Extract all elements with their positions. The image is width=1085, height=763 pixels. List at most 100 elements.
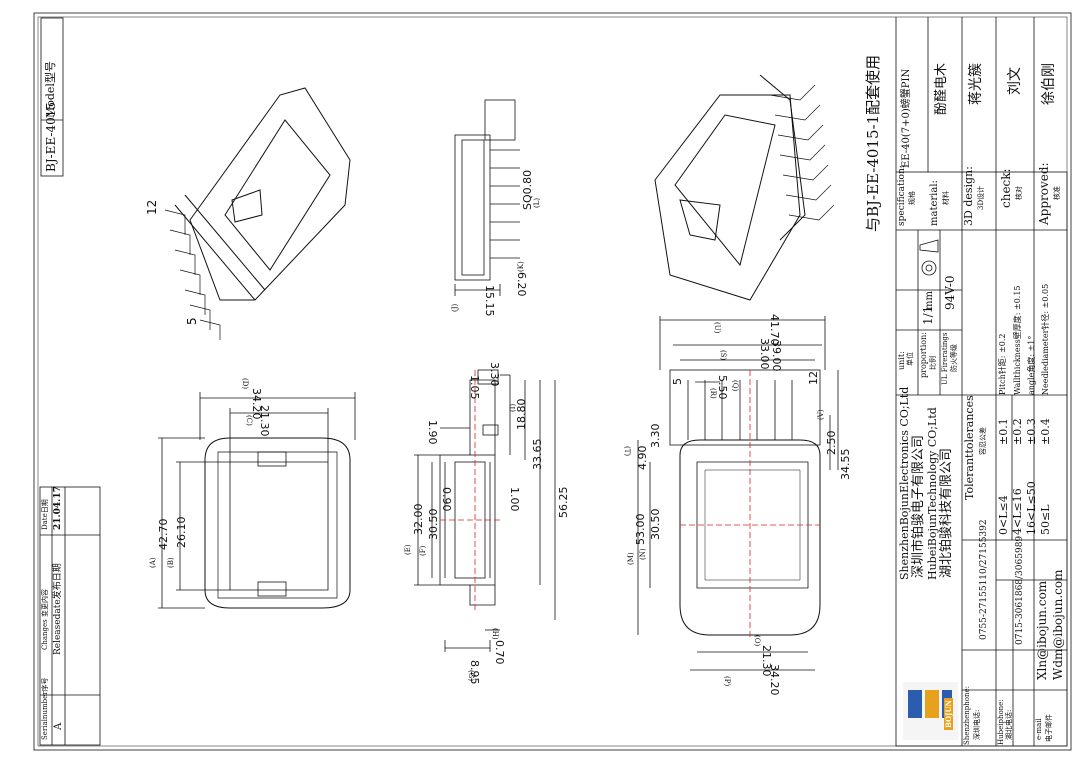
tb-check-cn: 核对: [1015, 186, 1023, 200]
dim-f-inner: 30.50: [427, 508, 440, 541]
tb-unit-cn: 单位: [906, 352, 914, 366]
tb-design-cn: 3D设计: [977, 185, 985, 210]
tol-cn: 容忍公差: [979, 427, 987, 455]
email-1: Xln@ibojun.com: [1035, 580, 1049, 680]
dim-u-4170: 41.70: [768, 314, 781, 346]
tb-approved-cn: 核准: [1053, 186, 1061, 200]
tolerance-value-3: ±0.4: [1039, 418, 1052, 445]
dim-s-tag: (S): [719, 350, 727, 361]
tb-pitch-tol: Pitch针距: ±0.2: [998, 333, 1007, 395]
changes-header-serial: Serialnumber序号: [41, 677, 49, 740]
tb-spec-cn: 规格: [908, 191, 916, 205]
tolerance-range-2: 16<L≤50: [1025, 481, 1038, 535]
dim-o-tag: (O): [753, 635, 761, 647]
email-label: e-mail: [1035, 718, 1043, 740]
dim-a-height: 42.70: [157, 518, 170, 551]
dim-h-tag: (H): [491, 628, 499, 640]
dim-j-tag: (J): [451, 303, 459, 312]
tolerance-range-3: 50≤L: [1039, 504, 1052, 535]
tb-check-label: check:: [999, 168, 1013, 208]
changes-row-desc: Releasedate发布日期: [53, 563, 63, 655]
dim-b-tag: (B): [167, 557, 175, 568]
dim-w-3455: 34.55: [839, 448, 852, 481]
pin-label-12: 12: [145, 199, 159, 215]
dim-r-tag: (R): [709, 388, 717, 399]
company1-cn: 深圳市铂骏电子有限公司: [911, 434, 926, 578]
changes-header-date: Date日期: [41, 499, 49, 530]
tb-material-label: material:: [929, 180, 940, 226]
dim-t-tag: (T): [623, 446, 631, 457]
email-cn: 电子邮件: [1045, 714, 1053, 742]
tolerance-value-0: ±0.1: [997, 418, 1010, 445]
dim-i-tag: (I): [509, 403, 517, 412]
tb-proportion-value: 1/1: [921, 305, 935, 325]
dim-a-tag: (A): [149, 557, 157, 568]
dim-f-tag: (F): [419, 545, 427, 556]
dim-q-550: 5.50: [716, 375, 729, 400]
sz-phone-cn: 深圳电话:: [973, 709, 981, 740]
changes-row-date: 21.04.17: [53, 486, 63, 530]
tb-unit-label: unit:: [897, 351, 906, 370]
dim-q-tag: (Q): [731, 380, 739, 392]
tb-proportion-label: proportion:: [919, 332, 928, 378]
dim-l-tag: (L): [533, 197, 541, 208]
usage-note: 与BJ-EE-4015-1配套使用: [864, 54, 882, 232]
dim-pin5: 5: [671, 378, 684, 385]
dim-x-490: 4.90: [636, 445, 649, 471]
tolerance-value-1: ±0.2: [1011, 418, 1024, 445]
logo-text: BOJUN: [944, 698, 953, 730]
dim-l-sq: SQ0.80: [521, 169, 534, 210]
tolerance-range-1: 4<L≤16: [1011, 488, 1024, 535]
tb-proportion-cn: 比例: [929, 356, 937, 370]
dim-b-inner: 26.10: [175, 516, 188, 549]
hb-phone-cn: 湖北电话:: [1005, 709, 1013, 740]
tolerance-range-0: 0<L≤4: [997, 495, 1010, 535]
tolerance-value-2: ±0.3: [1025, 418, 1038, 445]
dim-i-1880: 18.80: [515, 398, 528, 431]
dim-3365: 33.65: [531, 438, 544, 471]
tb-material-value: 酚醛电木: [934, 62, 949, 115]
dim-5625: 56.25: [557, 486, 570, 519]
tb-check-value: 刘文: [1007, 67, 1023, 95]
tb-needle-tol: Needlediameter针径: ±0.05: [1041, 283, 1050, 395]
dim-x-330: 3.30: [649, 423, 662, 449]
tb-spec-label: specification:: [897, 165, 907, 226]
changes-row-serial: A: [53, 722, 64, 730]
tb-fire-cn: 防火等级: [950, 344, 958, 372]
pin-label-5: 5: [185, 317, 199, 325]
tb-fire-label: UL Fireratings: [941, 332, 949, 385]
tb-spec-value: EE-40(7+0)螃蟹PIN: [901, 68, 912, 168]
dim-u-tag: (U): [713, 322, 721, 334]
tb-wall-tol: Wallthickness壁厚度: ±0.15: [1013, 285, 1022, 395]
dim-j-1515: 15.15: [483, 285, 496, 317]
dim-m-5300: 53.00: [634, 513, 647, 546]
dim-top-330: 3.30: [488, 362, 501, 387]
dim-p-tag: (P): [723, 676, 731, 687]
tb-design-value: 蒋光簇: [968, 63, 984, 105]
model-value: BJ-EE-4015: [44, 101, 58, 172]
dim-c-inner: 21.30: [258, 405, 271, 437]
tb-approved-value: 徐伯刚: [1041, 63, 1057, 105]
dim-g-tag: (G): [467, 670, 475, 682]
company2-en: HubeiBojunTechnology CO;Ltd: [926, 407, 939, 580]
company2-cn: 湖北铂骏科技有限公司: [939, 447, 954, 578]
dim-v-250: 2.50: [825, 430, 838, 456]
dim-top-105: 1.05: [468, 375, 481, 400]
tb-material-cn: 材料: [942, 191, 950, 205]
dim-n-tag: (N): [639, 548, 647, 560]
dim-e-height: 32.00: [412, 503, 425, 536]
sz-phone-label: Shenzhenphone:: [963, 685, 971, 745]
tb-design-label: 3D design:: [962, 166, 975, 226]
tol-title: Toleranttolerances: [963, 395, 976, 500]
tb-angle-tol: angle角度: ±1°: [1027, 335, 1036, 395]
dim-k-620: 6.20: [515, 272, 528, 297]
tb-approved-label: Approved:: [1037, 162, 1051, 225]
hb-phone: 0715-3061868/3065989: [1015, 535, 1025, 645]
dim-gap-100: 1.00: [508, 487, 521, 512]
dim-d-tag: (D): [241, 378, 249, 390]
dim-m-tag: (M): [627, 552, 635, 565]
dim-v-tag: (V): [817, 409, 825, 420]
changes-header-changes: Changes 变更内容: [41, 589, 49, 650]
dim-e-tag: (E): [404, 544, 412, 555]
